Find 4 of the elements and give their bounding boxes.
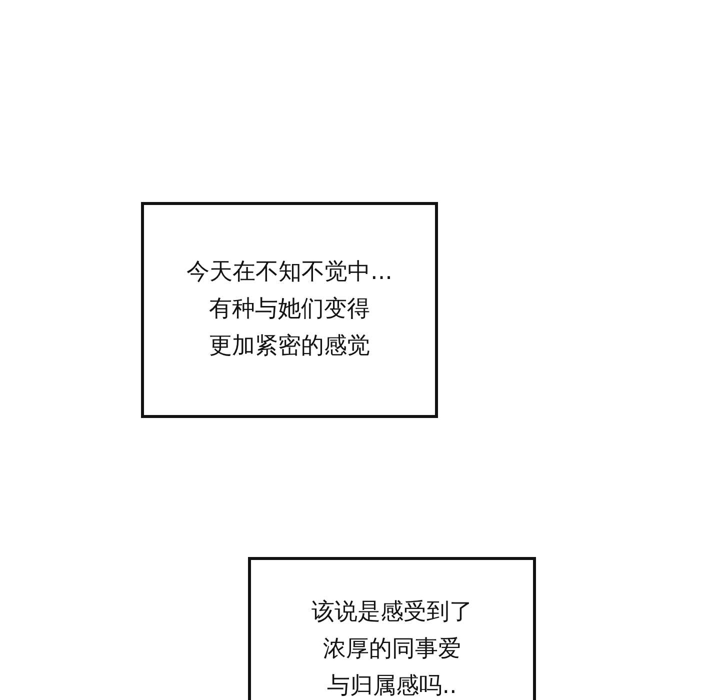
caption-text: 今天在不知不觉中...有种与她们变得更加紧密的感觉 [186,260,394,358]
speech-box [141,202,438,418]
caption-text: 该说是感受到了浓厚的同事爱与归属感吗.. [310,600,474,698]
speech-box [248,557,536,700]
